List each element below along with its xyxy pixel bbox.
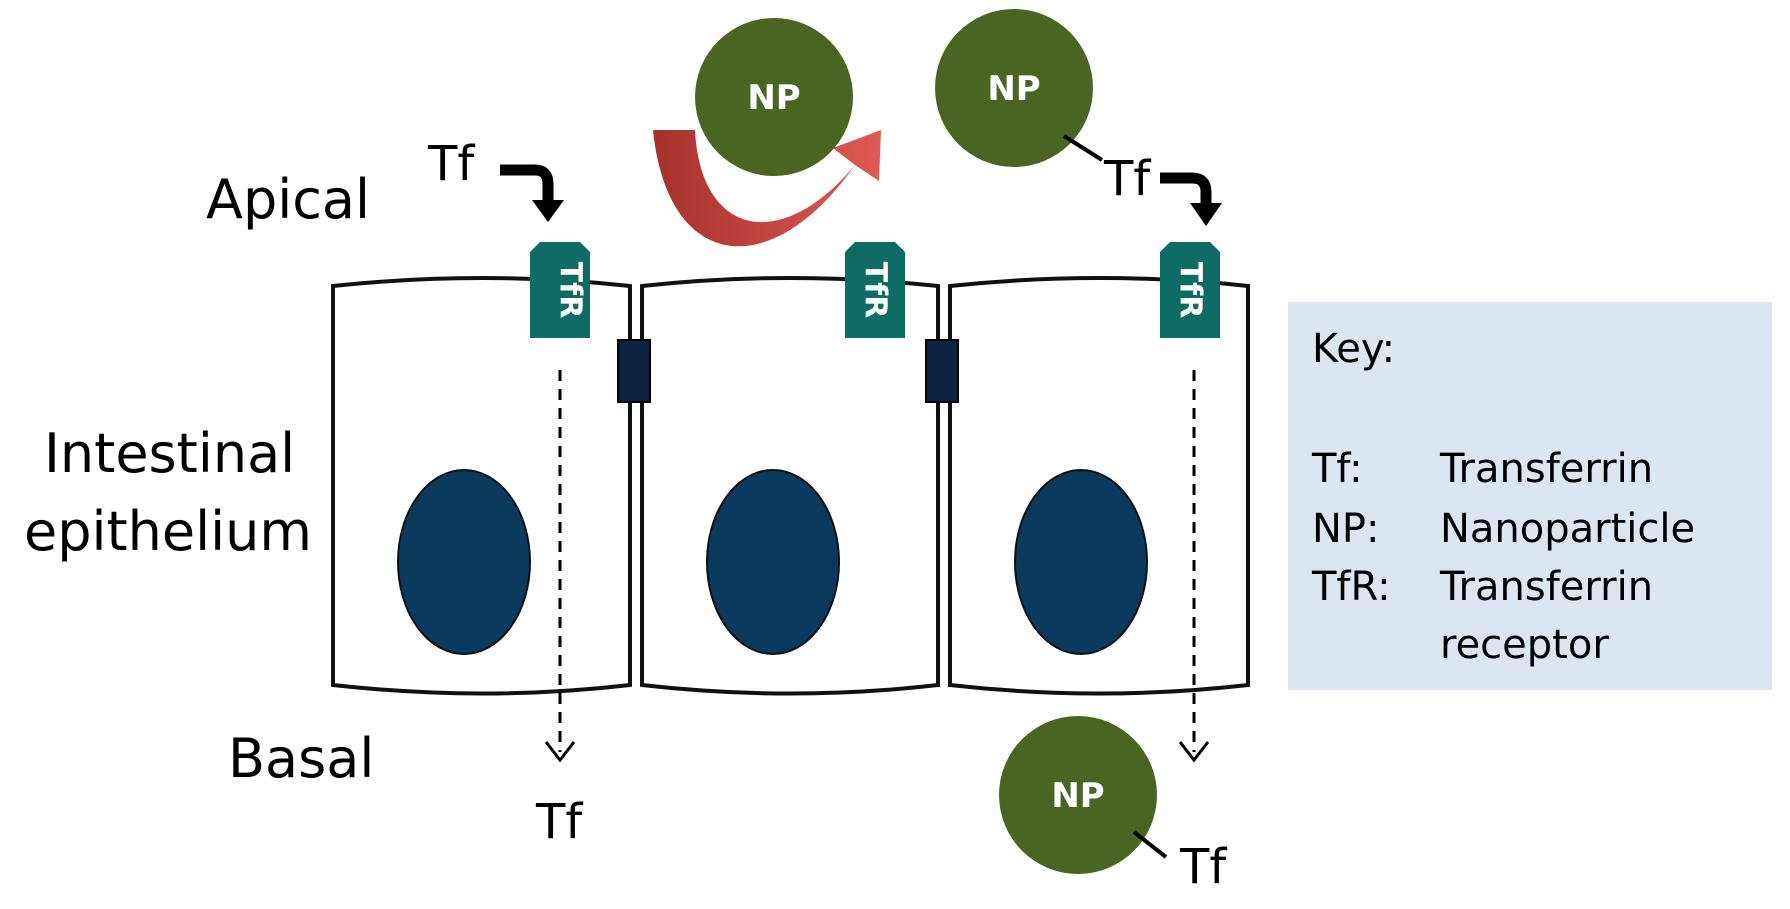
- tf-basal-left: Tf: [535, 794, 583, 850]
- tfr-label: TfR: [553, 262, 588, 319]
- tfr-receptor-2: TfR: [845, 242, 905, 338]
- nucleus-icon: [706, 469, 840, 655]
- nucleus-icon: [1014, 469, 1148, 655]
- np-label: NP: [1051, 776, 1104, 816]
- bind-arrow-icon: [1160, 172, 1222, 226]
- transcytosis-arrow-icon: [544, 370, 576, 763]
- tfr-receptor-1: TfR: [530, 242, 590, 338]
- tight-junction-2: [925, 339, 959, 403]
- key-abbr-tf: Tf:: [1311, 446, 1363, 492]
- epithelial-cell-1: [331, 276, 632, 696]
- tf-apical-right: Tf: [1103, 151, 1151, 207]
- np-label: NP: [987, 69, 1040, 109]
- np-label: NP: [747, 78, 800, 118]
- nucleus-icon: [397, 469, 531, 655]
- tf-apical-left: Tf: [427, 136, 475, 192]
- apical-label: Apical: [206, 168, 370, 231]
- nanoparticle-conjugate-apical: NP: [935, 9, 1104, 167]
- tfr-receptor-3: TfR: [1160, 242, 1220, 338]
- epithelial-cell-2: [640, 276, 940, 696]
- key-def-np: Nanoparticle: [1440, 506, 1695, 552]
- tf-basal-right: Tf: [1179, 839, 1227, 895]
- key-def-tf: Transferrin: [1439, 446, 1653, 492]
- tfr-label: TfR: [1173, 262, 1208, 319]
- key-box: Key: Tf: Transferrin NP: Nanoparticle Tf…: [1288, 302, 1772, 690]
- nanoparticle-conjugate-basal: NP: [999, 716, 1168, 874]
- linker-line: [1062, 134, 1104, 162]
- epithelial-cell-3: [948, 276, 1250, 696]
- nanoparticle-free: NP: [695, 18, 853, 176]
- key-def-tfr-line2: receptor: [1440, 622, 1609, 668]
- curved-rebound-arrow-icon: [653, 130, 881, 247]
- linker-line: [1132, 830, 1168, 859]
- key-def-tfr-line1: Transferrin: [1439, 564, 1653, 610]
- intestinal-label: Intestinal: [44, 422, 295, 485]
- transcytosis-arrow-icon: [1178, 370, 1210, 763]
- tfr-label: TfR: [858, 262, 893, 319]
- key-title: Key:: [1312, 326, 1395, 372]
- key-abbr-np: NP:: [1312, 506, 1380, 552]
- basal-label: Basal: [228, 727, 374, 790]
- key-abbr-tfr: TfR:: [1311, 564, 1391, 610]
- tight-junction-1: [617, 339, 651, 403]
- bind-arrow-icon: [500, 164, 564, 222]
- epithelium-label: epithelium: [24, 500, 312, 563]
